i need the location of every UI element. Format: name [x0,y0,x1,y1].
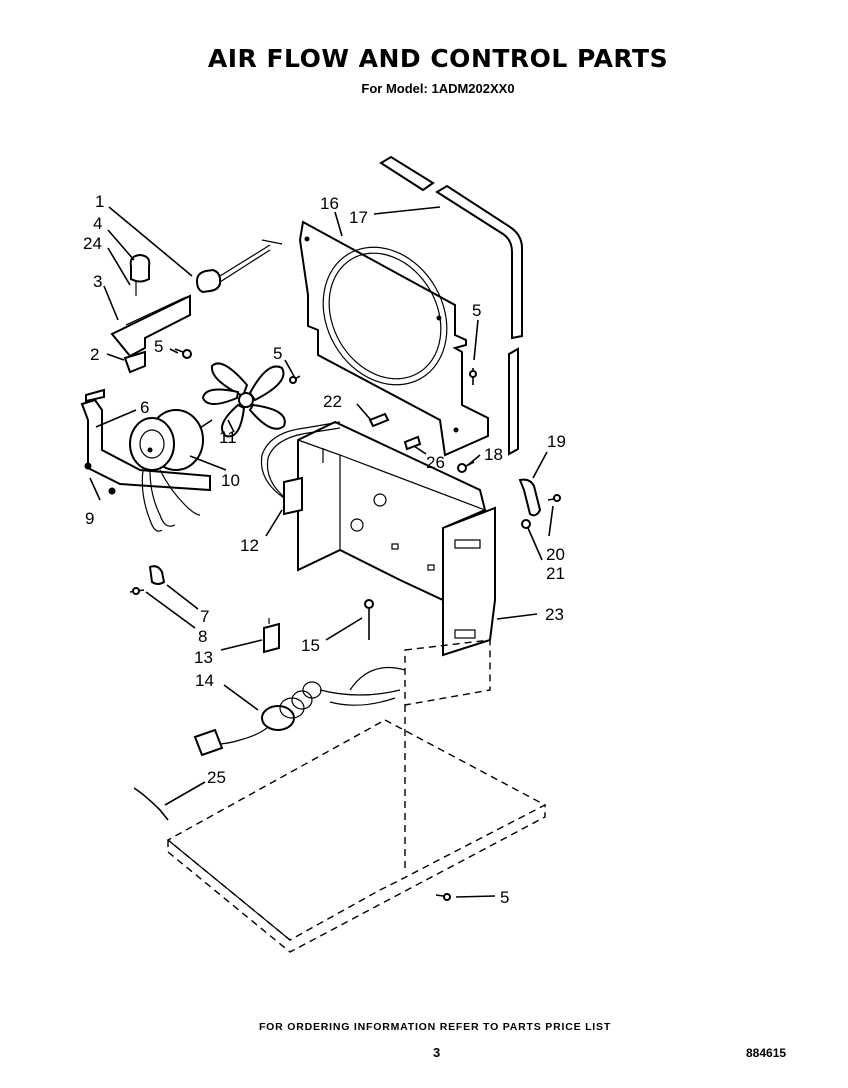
screw-18 [457,461,475,473]
motor-wires [141,469,201,532]
control-bracket [110,294,191,374]
callout-16: 16 [320,194,339,213]
knob-part [129,253,151,296]
screw-8 [129,587,145,595]
callout-17: 17 [349,208,368,227]
callout-4: 4 [93,214,102,233]
fan-blade [201,362,286,438]
callout-5-shroud: 5 [273,344,282,363]
callout-5-right: 5 [472,301,481,320]
power-cord [193,666,406,757]
callout-3: 3 [93,272,102,291]
screw-20 [547,494,561,502]
rod-22 [368,412,390,428]
thermostat-13 [263,618,280,654]
callout-12: 12 [240,536,259,555]
clamp-7 [148,565,166,585]
callout-20: 20 [546,545,565,564]
callout-13: 13 [194,648,213,667]
gasket-strip-top [379,155,435,192]
callout-labels: 1 4 24 3 2 5 6 9 10 11 12 16 17 5 5 22 2… [83,192,566,907]
callout-1: 1 [95,192,104,211]
callout-26: 26 [426,453,445,472]
leader-lines [89,206,554,898]
screw-5-shroud [289,375,301,384]
screw-5-bracket [174,348,192,359]
callout-14: 14 [195,671,214,690]
document-number: 884615 [746,1046,787,1060]
clip-19 [518,478,542,517]
callout-18: 18 [484,445,503,464]
capacitor-part [195,239,283,294]
callout-22: 22 [323,392,342,411]
side-panel-23 [442,506,496,657]
callout-21: 21 [546,564,565,583]
washer-21 [521,519,531,529]
base-pan [166,639,547,953]
callout-7: 7 [200,607,209,626]
page-number: 3 [433,1045,441,1060]
screw-5-right [469,368,477,385]
gasket-strip-side [508,347,519,456]
callout-25: 25 [207,768,226,787]
screw-5-base [435,893,451,901]
callout-5-base: 5 [500,888,509,907]
callout-11: 11 [219,428,237,447]
drain-tube-25 [133,787,169,821]
gasket-strip-17 [435,184,523,340]
callout-5-bracket: 5 [154,337,163,356]
screw-15 [364,599,374,640]
motor-part [129,409,213,471]
callout-9: 9 [85,509,94,528]
callout-19: 19 [547,432,566,451]
page-title: AIR FLOW AND CONTROL PARTS [207,44,669,73]
thermostat-bulb-wire [260,421,341,516]
model-subtitle: For Model: 1ADM202XX0 [361,81,515,96]
motor-mount [80,388,211,495]
fan-shroud [298,220,489,457]
callout-8: 8 [198,627,207,646]
callout-15: 15 [301,636,320,655]
callout-10: 10 [221,471,240,490]
clip-26 [403,435,422,451]
ordering-note: FOR ORDERING INFORMATION REFER TO PARTS … [258,1021,612,1033]
callout-6: 6 [140,398,149,417]
callout-2: 2 [90,345,99,364]
callout-23: 23 [545,605,564,624]
callout-24: 24 [83,234,102,253]
